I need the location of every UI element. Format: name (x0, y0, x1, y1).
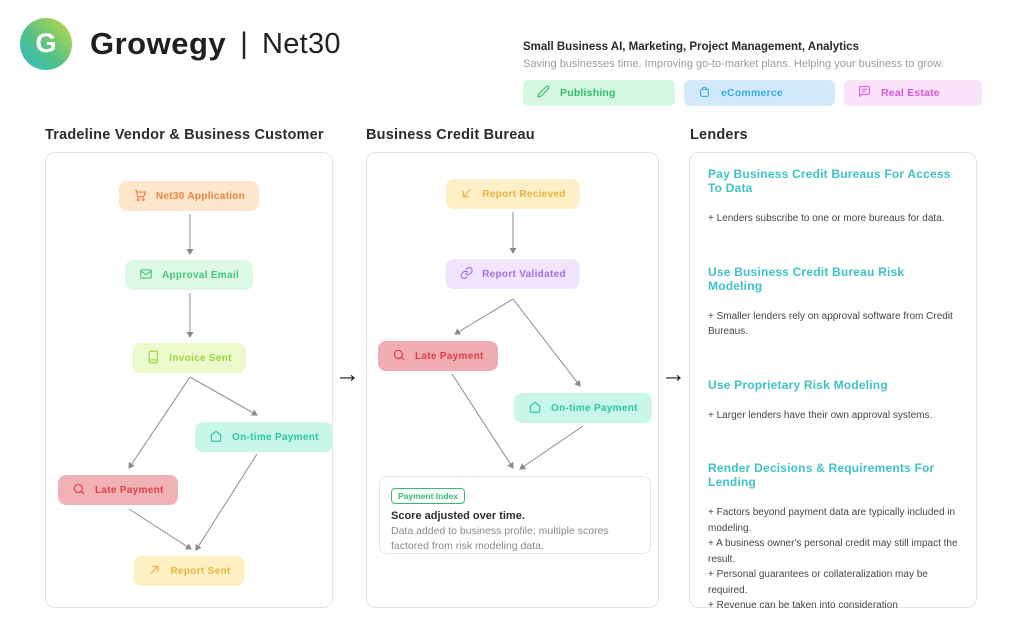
lender-heading: Use Business Credit Bureau Risk Modeling (708, 264, 905, 293)
node-label: On-time Payment (551, 402, 638, 414)
node-label: Approval Email (162, 269, 239, 281)
node-label: Net30 Application (155, 190, 246, 202)
tag-label: Real Estate (881, 87, 940, 99)
logo-letter: G (35, 27, 57, 58)
payment-index-badge: Payment Index (391, 488, 465, 504)
arrow-up-right-icon (148, 563, 162, 580)
link-icon (459, 266, 473, 283)
node-report-received: Report Recieved (445, 179, 580, 209)
node-label: Report Recieved (482, 188, 566, 200)
node-net30-application: Net30 Application (118, 181, 260, 211)
mail-icon (139, 267, 153, 284)
column-title-lenders: Lenders (690, 127, 748, 143)
node-on-time-payment: On-time Payment (195, 422, 333, 452)
column-title-bureau: Business Credit Bureau (366, 127, 535, 143)
cart-icon (133, 188, 147, 205)
payment-index-card: Payment Index Score adjusted over time. … (379, 476, 651, 554)
node-approval-email: Approval Email (125, 260, 253, 290)
home-icon (528, 400, 542, 417)
growegy-logo: G (20, 18, 72, 70)
message-square-icon (858, 85, 871, 101)
lender-section: Render Decisions & Requirements For Lend… (708, 461, 958, 614)
lender-heading: Pay Business Credit Bureaus For Access T… (708, 167, 951, 195)
node-label: Late Payment (415, 350, 484, 362)
node-invoice-sent: Invoice Sent (132, 343, 246, 373)
brand-divider: | (240, 27, 248, 60)
tag-real-estate: Real Estate (844, 80, 982, 106)
pencil-icon (537, 85, 550, 101)
product-name: Net30 (261, 27, 341, 60)
lender-bullet: + Factors beyond payment data are typica… (708, 507, 956, 534)
panel-credit-bureau: Report Recieved Report Validated Late Pa… (366, 152, 659, 608)
flow-connectors (128, 214, 258, 551)
node-report-sent: Report Sent (133, 556, 245, 586)
panel-connector-arrow: → (661, 360, 686, 388)
node-label: Report Validated (482, 268, 566, 280)
lender-bullet: + Revenue can be taken into consideratio… (708, 600, 898, 611)
book-icon (146, 350, 160, 367)
node-late-payment: Late Payment (378, 341, 498, 371)
panel-connector-arrow: → (335, 360, 360, 388)
lender-heading: Render Decisions & Requirements For Lend… (708, 461, 935, 489)
lender-section: Use Business Credit Bureau Risk Modeling… (708, 265, 958, 340)
lender-bullet: + Larger lenders have their own approval… (708, 409, 933, 421)
lender-section: Use Proprietary Risk Modeling + Larger l… (708, 378, 958, 424)
lender-heading: Use Proprietary Risk Modeling (708, 377, 888, 392)
node-label: Late Payment (95, 484, 164, 496)
tag-label: Publishing (560, 87, 616, 99)
node-label: Invoice Sent (169, 352, 232, 364)
search-icon (392, 348, 406, 365)
category-tags: Publishing eCommerce Real Estate (523, 80, 983, 106)
subtitle: Saving businesses time. Improving go-to-… (523, 58, 944, 70)
node-label: Report Sent (170, 565, 231, 577)
lender-section: Pay Business Credit Bureaus For Access T… (708, 167, 958, 227)
arrow-down-left-icon (459, 186, 473, 203)
brand-name: Growegy (90, 26, 227, 61)
node-on-time-payment: On-time Payment (514, 393, 652, 423)
node-late-payment: Late Payment (58, 475, 178, 505)
header-right: Small Business AI, Marketing, Project Ma… (523, 41, 983, 106)
node-label: On-time Payment (232, 431, 319, 443)
tagline: Small Business AI, Marketing, Project Ma… (523, 41, 859, 53)
lender-bullet: + Lenders subscribe to one or more burea… (708, 213, 945, 224)
card-body: Data added to business profile; multiple… (391, 525, 609, 553)
tag-ecommerce: eCommerce (684, 80, 835, 106)
card-title: Score adjusted over time. (391, 510, 525, 522)
panel-lenders: Pay Business Credit Bureaus For Access T… (689, 152, 977, 611)
home-icon (209, 429, 223, 446)
panel-tradeline-vendor: Net30 Application Approval Email Invoice… (45, 152, 333, 608)
lender-bullet: + A business owner's personal credit may… (708, 538, 958, 565)
shopping-bag-icon (698, 85, 711, 101)
lender-bullet: + Personal guarantees or collateralizati… (708, 569, 928, 596)
tag-label: eCommerce (721, 87, 783, 99)
node-report-validated: Report Validated (445, 259, 580, 289)
tag-publishing: Publishing (523, 80, 675, 106)
lender-bullet: + Smaller lenders rely on approval softw… (708, 310, 953, 338)
column-title-tradeline: Tradeline Vendor & Business Customer (45, 127, 324, 143)
search-icon (72, 482, 86, 499)
brand-title: Growegy | Net30 (90, 26, 341, 62)
